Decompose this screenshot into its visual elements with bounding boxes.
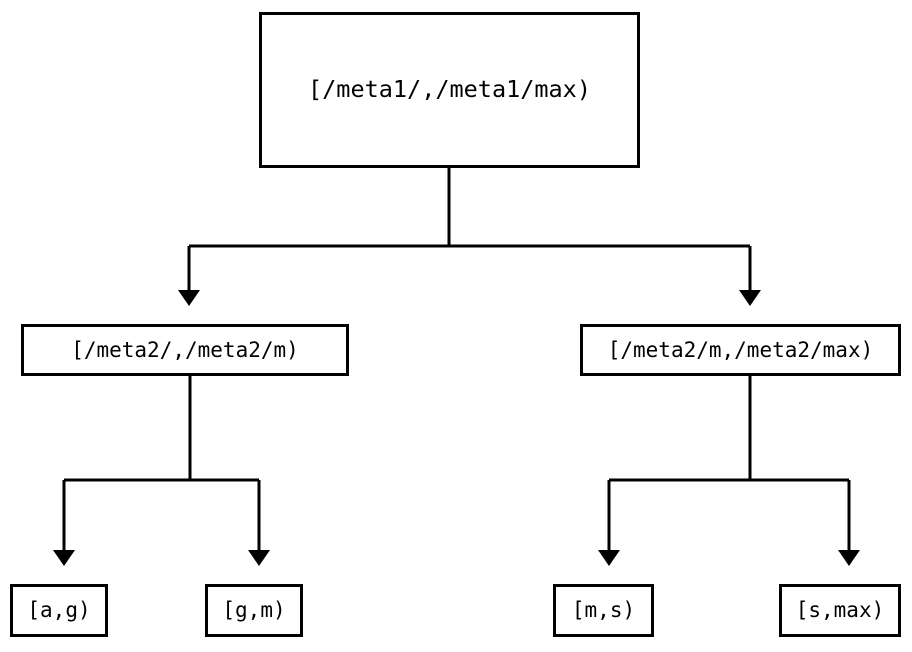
- edge-root-to-mid-group: [178, 167, 761, 306]
- node-leaf-s-max-label: [s,max): [795, 598, 885, 622]
- arrowhead-leaf-1: [53, 550, 75, 566]
- node-root[interactable]: [/meta1/,/meta1/max): [259, 12, 640, 168]
- arrowhead-leaf-3: [598, 550, 620, 566]
- arrowhead-leaf-4: [838, 550, 860, 566]
- node-mid-right-label: [/meta2/m,/meta2/max): [607, 337, 874, 362]
- node-mid-right[interactable]: [/meta2/m,/meta2/max): [580, 324, 901, 376]
- node-leaf-m-s-label: [m,s): [571, 598, 636, 622]
- edge-mid-left-to-leaves-group: [53, 376, 270, 566]
- node-root-label: [/meta1/,/meta1/max): [308, 75, 591, 104]
- node-leaf-g-m[interactable]: [g,m): [205, 584, 303, 637]
- arrowhead-mid-left: [178, 290, 200, 306]
- node-leaf-a-g[interactable]: [a,g): [10, 584, 108, 637]
- node-leaf-m-s[interactable]: [m,s): [553, 584, 654, 637]
- arrowhead-mid-right: [739, 290, 761, 306]
- node-mid-left-label: [/meta2/,/meta2/m): [71, 337, 299, 362]
- node-mid-left[interactable]: [/meta2/,/meta2/m): [21, 324, 349, 376]
- arrowhead-leaf-2: [248, 550, 270, 566]
- node-leaf-s-max[interactable]: [s,max): [779, 584, 901, 637]
- node-leaf-a-g-label: [a,g): [27, 598, 91, 622]
- edge-mid-right-to-leaves-group: [598, 376, 860, 566]
- node-leaf-g-m-label: [g,m): [222, 598, 286, 622]
